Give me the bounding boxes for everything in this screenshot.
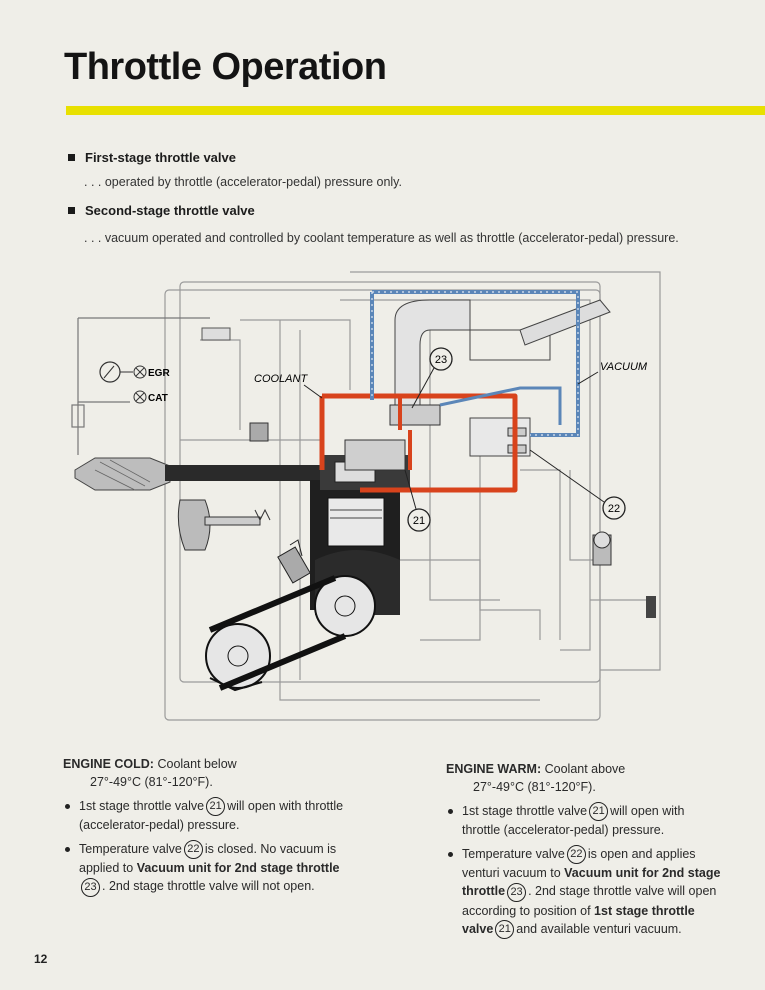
ref-23-icon: 23 <box>507 882 527 902</box>
vacuum-hose-dots <box>371 291 579 436</box>
sensor-plug-icon <box>201 327 231 341</box>
engine-warm-heading: ENGINE WARM: <box>446 762 542 776</box>
callout-21 <box>407 508 431 532</box>
air-horn <box>519 299 611 346</box>
second-stage-label: Second-stage throttle valve <box>85 203 255 218</box>
distributor <box>277 539 311 584</box>
engine-cold-range: 27°-49°C (81°-120°F). <box>90 775 213 789</box>
gauge-icon <box>99 361 121 383</box>
vacuum-connector <box>646 596 656 618</box>
coolant-label: COOLANT <box>254 373 308 385</box>
vacuum-unit <box>389 404 441 426</box>
engine-cold-heading: ENGINE COLD: <box>63 757 154 771</box>
ref-21-icon: 21 <box>589 802 609 822</box>
vacuum-hose-2 <box>439 386 562 425</box>
title-underline <box>66 106 765 115</box>
first-stage-heading: First-stage throttle valve <box>68 150 236 165</box>
callout-23 <box>429 347 453 371</box>
egr-label: EGR <box>148 368 170 379</box>
piston <box>327 497 385 547</box>
page-number: 12 <box>34 952 48 966</box>
egr-valve <box>177 499 271 551</box>
ref-22-icon: 22 <box>566 845 586 865</box>
air-intake-duct <box>394 299 471 421</box>
valve-unit <box>592 531 612 566</box>
ref-23-icon: 23 <box>81 877 100 897</box>
cat-label: CAT <box>148 393 168 404</box>
second-stage-description: . . . vacuum operated and controlled by … <box>84 231 679 245</box>
svg-text:23: 23 <box>435 354 447 366</box>
bullet-square-icon <box>68 207 75 214</box>
first-stage-description: . . . operated by throttle (accelerator-… <box>84 175 402 189</box>
exhaust-pipe <box>165 465 325 481</box>
drive-belt <box>208 575 347 691</box>
ref-22-icon: 22 <box>183 840 203 860</box>
thermo-switch <box>249 422 269 442</box>
sensor-wiring <box>71 317 210 455</box>
first-stage-label: First-stage throttle valve <box>85 150 236 165</box>
second-stage-heading: Second-stage throttle valve <box>68 203 255 218</box>
svg-text:21: 21 <box>413 515 425 527</box>
egr-lamp-icon <box>133 365 147 379</box>
coolant-branch <box>398 396 412 470</box>
svg-text:22: 22 <box>608 503 620 515</box>
vacuum-label: VACUUM <box>600 361 648 373</box>
catalytic-converter <box>74 457 171 491</box>
ref-21-icon: 21 <box>206 797 226 817</box>
callout-22 <box>602 496 626 520</box>
cat-lamp-icon <box>133 390 147 404</box>
carburetor-body <box>344 439 406 471</box>
page-title: Throttle Operation <box>64 46 387 88</box>
ref-21-icon: 21 <box>495 919 515 939</box>
bullet-square-icon <box>68 154 75 161</box>
engine-warm-section: ENGINE WARM: Coolant above 27°-49°C (81°… <box>446 760 721 945</box>
engine-warm-range: 27°-49°C (81°-120°F). <box>473 780 596 794</box>
engine-cold-section: ENGINE COLD: Coolant below 27°-49°C (81°… <box>63 755 353 903</box>
